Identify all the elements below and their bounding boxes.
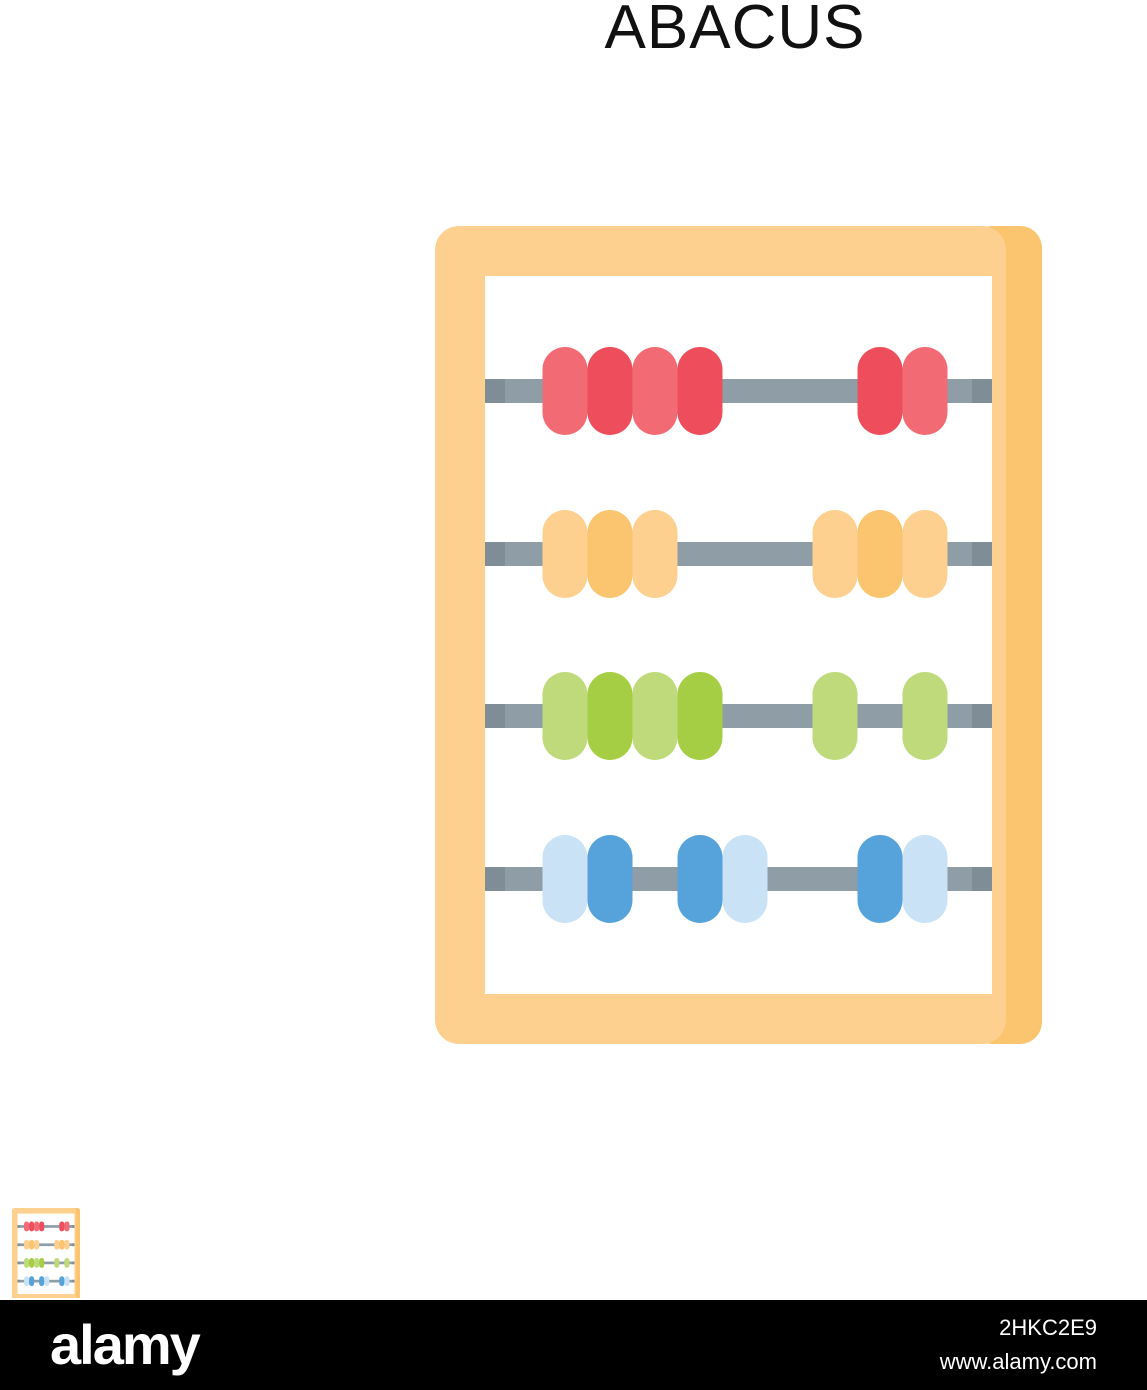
bead — [677, 835, 723, 923]
thumbnail-bead — [24, 1257, 30, 1268]
thumbnail-bead — [24, 1221, 30, 1232]
rod-end — [972, 379, 992, 403]
thumbnail-bead — [34, 1257, 40, 1268]
thumbnail-bead — [29, 1257, 35, 1268]
alamy-logo: alamy — [50, 1313, 201, 1376]
thumbnail-rod-end — [17, 1243, 20, 1247]
thumbnail-bead — [34, 1221, 40, 1232]
thumbnail-rod-end — [17, 1279, 20, 1283]
bead — [902, 510, 948, 598]
abacus-icon — [435, 226, 1042, 1044]
thumbnail-bead — [59, 1239, 65, 1250]
thumbnail-rod-end — [72, 1243, 75, 1247]
bead — [632, 347, 678, 435]
thumbnail-bead — [24, 1276, 30, 1287]
rod-end — [485, 379, 505, 403]
bead — [902, 672, 948, 760]
thumbnail-bead — [29, 1221, 35, 1232]
thumbnail-rod — [17, 1243, 75, 1247]
rod-end — [485, 542, 505, 566]
bead — [632, 510, 678, 598]
bead — [542, 835, 588, 923]
thumbnail-rod — [17, 1225, 75, 1228]
thumbnail-rod — [17, 1261, 75, 1265]
bead — [812, 672, 858, 760]
bead — [857, 835, 903, 923]
bead — [542, 672, 588, 760]
bead — [812, 510, 858, 598]
abacus-thumbnail-icon — [12, 1208, 80, 1298]
thumbnail-bead — [64, 1221, 70, 1232]
bead — [632, 672, 678, 760]
bead — [857, 510, 903, 598]
rod-end — [972, 542, 992, 566]
site-url: www.alamy.com — [939, 1349, 1097, 1374]
bead — [677, 672, 723, 760]
bead — [587, 347, 633, 435]
thumbnail-bead — [59, 1221, 65, 1232]
bead — [902, 835, 948, 923]
bead — [722, 835, 768, 923]
thumbnail-bead — [39, 1221, 45, 1232]
rod-end — [972, 704, 992, 728]
thumbnail-bead — [34, 1239, 40, 1250]
footer-bar: alamy 2HKC2E9 www.alamy.com — [0, 1300, 1147, 1390]
bead — [857, 347, 903, 435]
thumbnail-beads — [24, 1221, 70, 1287]
thumbnail-bead — [54, 1257, 60, 1268]
bead — [587, 672, 633, 760]
bead — [902, 347, 948, 435]
thumbnail-bead — [64, 1239, 70, 1250]
thumbnail-bead — [29, 1239, 35, 1250]
bead — [587, 835, 633, 923]
abacus-beads — [542, 347, 948, 923]
thumbnail-rod-end — [72, 1279, 75, 1283]
thumbnail-bead — [39, 1276, 45, 1287]
thumbnail-bead — [54, 1239, 60, 1250]
thumbnail-bead — [29, 1276, 35, 1287]
bead — [677, 347, 723, 435]
thumbnail-bead — [64, 1276, 70, 1287]
thumbnail-rod-end — [17, 1225, 20, 1228]
bead — [542, 347, 588, 435]
thumbnail-bead — [44, 1276, 50, 1287]
thumbnail-bead — [64, 1257, 70, 1268]
thumbnail-bead — [59, 1276, 65, 1287]
rod-end — [485, 867, 505, 891]
bead — [542, 510, 588, 598]
thumbnail-rod-end — [72, 1261, 75, 1265]
thumbnail-bead — [39, 1257, 45, 1268]
rod-end — [972, 867, 992, 891]
thumbnail-rod-end — [72, 1225, 75, 1228]
thumbnail-bead — [24, 1239, 30, 1250]
image-id: 2HKC2E9 — [999, 1315, 1097, 1340]
page-title: ABACUS — [604, 0, 866, 62]
rod-end — [485, 704, 505, 728]
bead — [587, 510, 633, 598]
thumbnail-rod-end — [17, 1261, 20, 1265]
